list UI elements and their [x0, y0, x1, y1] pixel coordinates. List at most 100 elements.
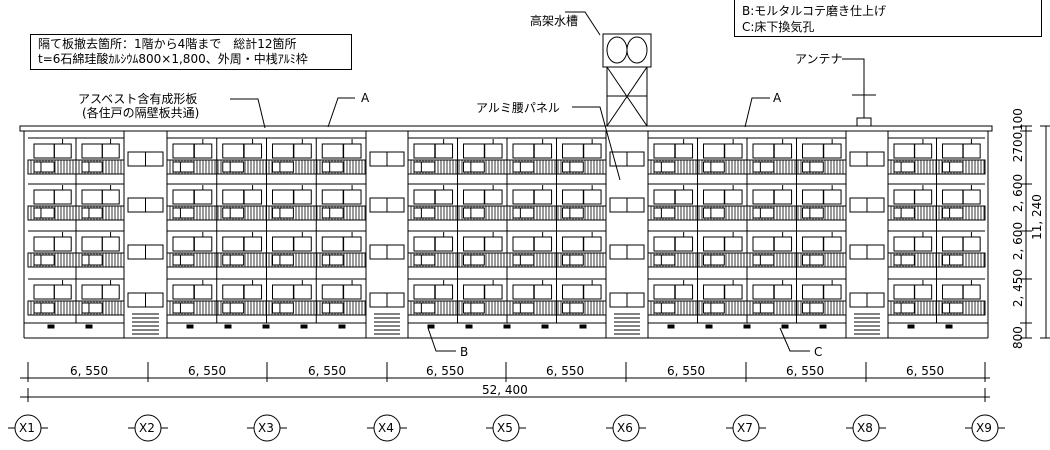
balcony-panel	[272, 207, 294, 219]
unit-door	[533, 284, 553, 300]
balcony-panel	[802, 207, 824, 219]
unit-window	[562, 284, 584, 300]
unit-door	[343, 143, 362, 159]
legend-line: B:モルタルコテ磨き仕上げ	[742, 4, 887, 18]
unit-door	[343, 284, 362, 300]
height-dimension: 2, 600	[1011, 173, 1025, 213]
vent-hole	[705, 324, 713, 329]
unit-door	[434, 284, 454, 300]
bay-dimension: 6, 550	[906, 364, 945, 378]
unit-window	[942, 189, 964, 205]
unit-window	[893, 236, 915, 252]
axis-circle	[253, 414, 281, 442]
balcony-panel	[942, 302, 964, 314]
unit-window	[413, 284, 436, 300]
balcony-panel	[413, 207, 436, 219]
leader-a-right	[744, 97, 770, 128]
unit-window	[272, 284, 294, 300]
unit-window	[33, 284, 55, 300]
balcony-panel	[703, 254, 725, 266]
unit-window	[222, 189, 245, 205]
vent-hole	[541, 324, 549, 329]
balcony-panel	[33, 161, 55, 173]
vent-hole	[427, 324, 435, 329]
unit-window	[512, 284, 535, 300]
unit-window	[752, 236, 775, 252]
unit-window	[752, 284, 775, 300]
unit-door	[293, 284, 312, 300]
unit-door	[484, 143, 503, 159]
unit-door	[243, 143, 263, 159]
unit-door	[583, 236, 602, 252]
unit-window	[942, 236, 964, 252]
balcony-panel	[413, 161, 436, 173]
balcony-panel	[172, 207, 195, 219]
height-dimension: 2, 450	[1011, 268, 1025, 308]
balcony-panel	[752, 302, 775, 314]
balcony-panel	[463, 161, 485, 173]
callout-a-left: A	[361, 91, 370, 105]
removal-note-box: 隔て板撤去箇所：1階から4階まで 総計12箇所 t=6石綿珪酸ｶﾙｼｳﾑ800×…	[30, 34, 352, 70]
unit-window	[463, 236, 485, 252]
unit-window	[172, 189, 195, 205]
unit-window	[81, 236, 103, 252]
vent-hole	[47, 324, 55, 329]
axis-circle	[732, 414, 760, 442]
vent-hole	[338, 324, 346, 329]
asbestos-sublabel: (各住戸の隔壁板共通)	[82, 106, 200, 120]
vent-hole	[186, 324, 194, 329]
unit-door	[343, 236, 362, 252]
unit-door	[914, 189, 933, 205]
callout-a-right: A	[773, 91, 782, 105]
unit-door	[484, 284, 503, 300]
roof-slab	[19, 125, 993, 132]
note-line: t=6石綿珪酸ｶﾙｼｳﾑ800×1,800、外周・中桟ｱﾙﾐ枠	[38, 52, 308, 66]
balcony-panel	[321, 302, 344, 314]
legend-line: C:床下換気孔	[742, 20, 815, 34]
unit-door	[193, 189, 213, 205]
balcony-panel	[512, 254, 535, 266]
leader-c	[779, 327, 810, 352]
balcony-panel	[463, 254, 485, 266]
unit-door	[533, 236, 553, 252]
vent-hole	[465, 324, 473, 329]
unit-window	[172, 284, 195, 300]
bay-dimension: 6, 550	[188, 364, 227, 378]
unit-door	[823, 284, 842, 300]
balcony-panel	[81, 161, 103, 173]
unit-window	[463, 284, 485, 300]
balcony-panel	[653, 302, 676, 314]
unit-window	[33, 143, 55, 159]
balcony-panel	[893, 254, 915, 266]
grid-axis-label: X9	[976, 421, 992, 435]
unit-door	[674, 189, 694, 205]
unit-door	[914, 284, 933, 300]
vent-hole	[300, 324, 308, 329]
vent-hole	[907, 324, 915, 329]
balcony-panel	[802, 254, 824, 266]
balcony-panel	[752, 207, 775, 219]
balcony-panel	[562, 161, 584, 173]
balcony-panel	[33, 302, 55, 314]
balcony-panel	[942, 161, 964, 173]
balcony-panel	[802, 302, 824, 314]
unit-window	[512, 143, 535, 159]
balcony-panel	[172, 161, 195, 173]
unit-window	[653, 284, 676, 300]
unit-door	[434, 189, 454, 205]
unit-window	[413, 189, 436, 205]
bay-dimension: 6, 550	[546, 364, 585, 378]
balcony-panel	[653, 161, 676, 173]
unit-window	[562, 189, 584, 205]
bay-dimension: 6, 550	[308, 364, 347, 378]
axis-circle	[373, 414, 401, 442]
unit-window	[321, 236, 344, 252]
unit-door	[484, 189, 503, 205]
unit-door	[193, 236, 213, 252]
unit-window	[653, 189, 676, 205]
grid-axis-label: X7	[737, 421, 753, 435]
legend-box: B:モルタルコテ磨き仕上げ C:床下換気孔	[734, 0, 1042, 37]
balcony-panel	[272, 161, 294, 173]
unit-window	[272, 189, 294, 205]
unit-window	[413, 236, 436, 252]
